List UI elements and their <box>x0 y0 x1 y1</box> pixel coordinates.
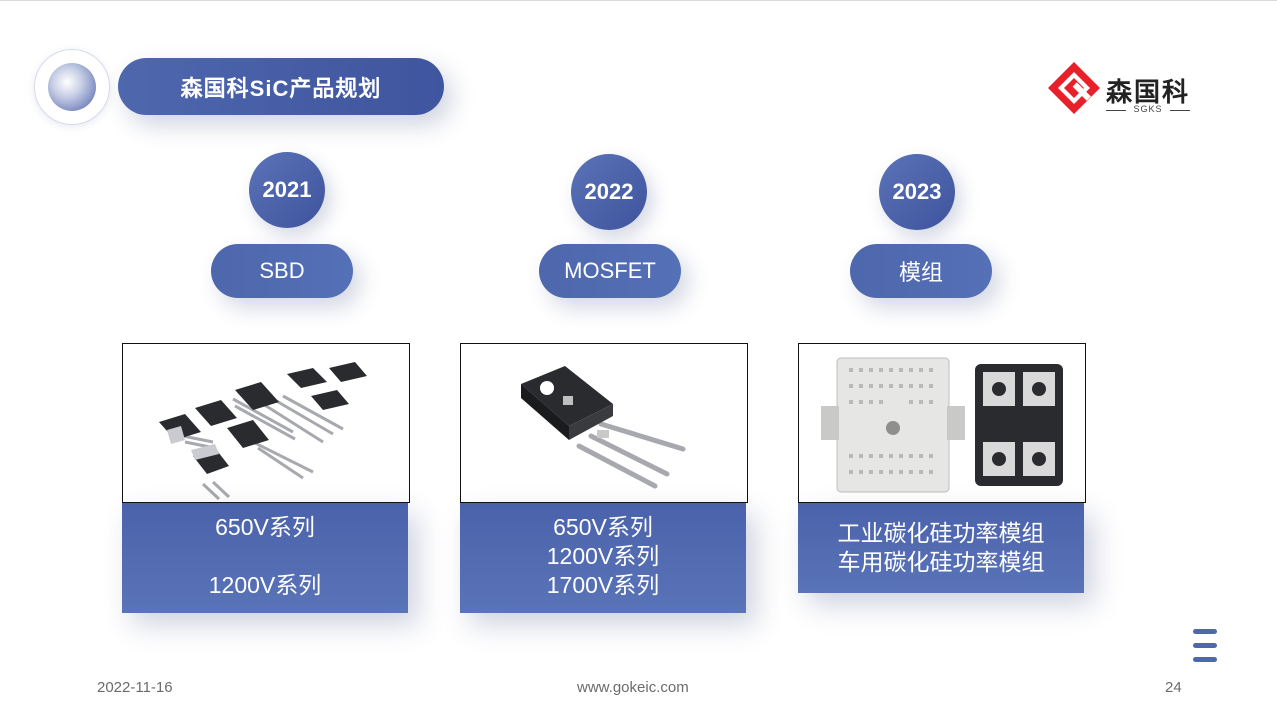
logo-mark-icon <box>1048 62 1100 114</box>
spec-panel-sbd: 650V系列 1200V系列 <box>122 503 408 613</box>
menu-icon[interactable] <box>1193 629 1217 663</box>
category-pill-mosfet: MOSFET <box>539 244 681 298</box>
logo-name-en: SGKS <box>1106 104 1190 114</box>
footer-website[interactable]: www.gokeic.com <box>577 679 689 696</box>
spec-line: 车用碳化硅功率模组 <box>837 549 1045 575</box>
spec-line-spacer <box>122 542 408 571</box>
logo-name-cn: 森国科 <box>1106 78 1191 108</box>
spec-line: 工业碳化硅功率模组 <box>837 520 1045 546</box>
spec-panel-module: 工业碳化硅功率模组 车用碳化硅功率模组 <box>798 503 1084 593</box>
year-badge-2021: 2021 <box>249 152 325 228</box>
year-badge-2022: 2022 <box>571 154 647 230</box>
spec-line: 650V系列 <box>553 514 653 540</box>
company-logo: 森国科 SGKS <box>1048 62 1198 118</box>
header-badge-orb <box>48 63 96 111</box>
spec-line: 1200V系列 <box>208 572 322 598</box>
page-title: 森国科SiC产品规划 <box>118 58 444 115</box>
product-image-mosfet <box>460 343 748 503</box>
spec-line: 650V系列 <box>215 514 315 540</box>
spec-line: 1200V系列 <box>546 543 660 569</box>
year-badge-2023: 2023 <box>879 154 955 230</box>
product-image-module <box>798 343 1086 503</box>
product-image-sbd <box>122 343 410 503</box>
spec-panel-mosfet: 650V系列 1200V系列 1700V系列 <box>460 503 746 613</box>
top-divider <box>0 0 1277 1</box>
footer-date: 2022-11-16 <box>97 679 173 696</box>
page-number: 24 <box>1165 679 1182 696</box>
category-pill-module: 模组 <box>850 244 992 298</box>
header-badge <box>34 49 110 125</box>
category-pill-sbd: SBD <box>211 244 353 298</box>
spec-line: 1700V系列 <box>546 572 660 598</box>
